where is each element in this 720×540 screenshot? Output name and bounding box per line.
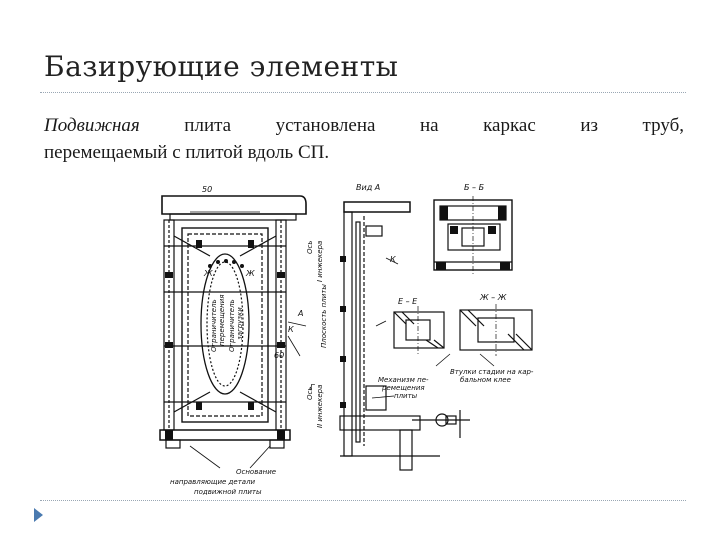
label-mech-3: плиты (394, 392, 418, 400)
label-base-2: направляющие детали (170, 478, 256, 486)
body-line-1-rest: плита установлена на каркас из труб, (139, 115, 684, 136)
label-e-e: Е – Е (398, 297, 418, 306)
section-b-b (433, 196, 513, 276)
label-mech-2: ремещения (381, 384, 425, 392)
label-f-mark: Г (310, 383, 315, 392)
label-b-b: Б – Б (464, 183, 485, 192)
side-view-holes (340, 256, 346, 408)
label-vid-a: Вид А (356, 183, 380, 192)
label-k-view: К (390, 255, 396, 264)
section-e-e (393, 306, 445, 354)
technical-drawing: 50 60 А К Ж Ж Г Ось I инжекера Ось II ин… (159, 183, 534, 496)
label-plate-vertical: Плоскость плиты (320, 284, 328, 348)
label-zh-mark: Ж (203, 269, 213, 278)
label-limiter-3: Ограничитель (228, 299, 236, 352)
label-base-3: подвижной плиты (194, 488, 262, 496)
label-bush-1: Втулки стадии на кар- (450, 368, 534, 376)
label-base-1: Основание (236, 468, 276, 476)
body-line-2: перемещаемый с плитой вдоль СП. (44, 142, 330, 163)
body-emphasis: Подвижная (44, 115, 140, 136)
front-view (159, 195, 307, 469)
title-divider (40, 92, 686, 93)
front-view-holes (165, 240, 285, 440)
label-a-mark: А (297, 309, 303, 318)
body-line-1: Подвижная плита установлена на каркас из… (44, 112, 684, 139)
section-zh-zh (435, 304, 533, 367)
label-limiter-1: Ограничитель (210, 299, 218, 352)
label-axis-2b: II инжекера (316, 385, 324, 428)
section-b-b-fills (436, 206, 510, 270)
label-mech-1: Механизм пе- (378, 376, 429, 384)
label-limiter-4: загрузки (236, 307, 244, 340)
label-dim-60: 60 (274, 351, 284, 360)
slide-body-text: Подвижная плита установлена на каркас из… (44, 112, 684, 166)
label-bush-2: бальном клее (460, 376, 511, 384)
label-zh-zh: Ж – Ж (479, 293, 507, 302)
label-limiter-2: перемещения (218, 295, 226, 346)
label-axis-1b: I инжекера (316, 241, 324, 282)
slide-title: Базирующие элементы (44, 50, 399, 83)
side-view (339, 201, 470, 471)
footer-divider (40, 500, 686, 501)
label-dim-50: 50 (202, 185, 212, 194)
label-k-mark: К (288, 325, 294, 334)
label-zh-mark-2: Ж (245, 269, 255, 278)
label-axis-2: Ось (306, 387, 314, 400)
label-axis-1: Ось (306, 241, 314, 254)
triangle-bullet-icon (34, 508, 43, 522)
